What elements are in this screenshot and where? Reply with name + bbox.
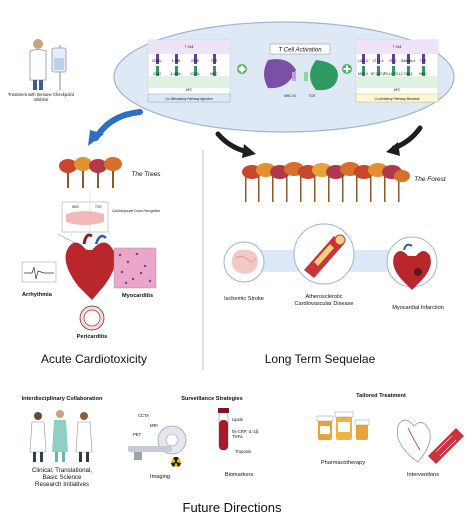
pericarditis-label: Pericarditis [77,334,107,340]
activation-title-box [269,43,331,55]
radiation-icon [171,457,181,467]
clinical-line-3: Research Initiatives [35,481,89,488]
biomarkers-label: Biomarkers [225,472,253,478]
imaging-label: Imaging [150,474,170,480]
left-receptor-0: CD40L [152,59,162,63]
mri-label: MRI [150,423,158,428]
myocarditis-histology [113,247,157,289]
right-ligand-4: MHC [419,72,427,76]
connector-line [57,233,89,251]
left-receptor-1: 4-1BB [172,59,181,63]
center-mhc-label: MHC I/II [284,94,296,98]
right-receptor-2: PD-1 [389,59,396,63]
forest-illustration [242,162,410,202]
right-ligand-0: MHC II [358,72,368,76]
long-term-sequelae-title: Long Term Sequelae [265,352,376,366]
co-stimulatory-panel [147,39,231,103]
forest-title: The Forest [414,176,447,183]
rejection-inset [61,190,109,240]
troponin-label: Troponin [235,449,252,454]
blue-arrowhead [88,130,104,146]
right-ligand-2: PD-L1 PD-L2 [384,72,403,76]
right-ligand-3: TIM-3 [404,72,413,76]
scanner-icon [128,425,187,460]
right-tcell-label: T Cell [393,45,402,49]
hscrp-label-1: hs-CRP, IL-1β, [232,429,259,434]
future-directions-title: Future Directions [183,500,282,515]
pericarditis-icon [79,305,105,331]
interdisciplinary-heading: Interdisciplinary Collaboration [22,396,103,402]
plus-icon-right [342,64,352,74]
heart-icon [65,233,116,300]
pet-label: PET [133,432,142,437]
left-receptor-3: TCR [211,59,218,63]
plus-icon-left [237,64,247,74]
blood-tube-icon [218,408,229,451]
left-tcell-label: T Cell [185,45,194,49]
cardiovascular-disease-label: Cardiovascular Disease [294,301,353,307]
clinical-line-1: Clinical, Translational, [32,467,92,474]
hscrp-label-2: TNFα [232,434,243,439]
left-ligand-2: ICOSL [190,72,200,76]
inset-mhc-label: MHC [72,205,80,209]
ecg-icon [21,261,57,283]
right-receptor-3: Galectin-9 [401,59,416,63]
myocarditis-label: Myocarditis [122,293,153,299]
pharmacotherapy-label: Pharmacotherapy [321,460,365,466]
left-receptor-2: ICOS [191,59,199,63]
cell-interaction-icon [264,59,338,91]
trees-illustration [59,157,122,188]
stent-icon [428,428,464,464]
co-inhibitory-panel [355,39,439,103]
inset-tcr-label: TCR [95,205,102,209]
right-apc-label: APC [394,88,401,92]
dark-arrowhead-right [386,142,400,156]
tailored-heading: Tailored Treatment [356,393,406,399]
brain-icon [223,241,265,283]
ischemic-stroke-label: Ischemic Stroke [224,296,264,302]
lipids-label: Lipids [232,417,243,422]
right-panel-caption: Co-Inhibitory Pathway Blockade [374,97,419,101]
right-receptor-1: CTLA-4 [373,59,384,63]
t-cell-activation-label: T Cell Activation [278,48,322,54]
ccta-label: CCTA [138,413,149,418]
artery-icon [293,223,355,285]
rejection-label: Cardiomyocyte Cross Recognition [112,209,160,213]
stent-heart-icon [396,419,431,463]
right-receptor-4: TCR [420,59,427,63]
clinical-line-2: Basic Science [43,474,82,481]
right-receptor-0: LAG-3 [358,59,367,63]
surveillance-heading: Surveillance Strategies [181,396,243,402]
interventions-label: Interventions [407,472,439,478]
left-ligand-0: CD40 [153,72,161,76]
infarction-heart-icon [386,236,438,290]
myocardial-infarction-label: Myocardial Infarction [392,305,444,311]
treatment-icon [29,39,67,90]
center-tcr-label: TCR [309,94,316,98]
right-ligand-1: B7-1 B7-2 [371,72,386,76]
trees-title: The Trees [131,171,161,178]
arrhythmia-label: Arrhythmia [22,292,53,298]
atherosclerotic-label: Atherosclerotic [306,294,343,300]
dark-arrowhead-center [242,144,256,158]
left-panel-caption: Co-Stimulatory Pathway Agonism [165,97,213,101]
acute-cardiotoxicity-title: Acute Cardiotoxicity [41,352,147,366]
pill-bottles-icon [316,411,370,440]
left-ligand-1: 4-1BBL [171,72,182,76]
left-ligand-3: MHC [210,72,218,76]
doctors-icon [29,410,93,462]
left-apc-label: APC [186,88,193,92]
treatment-label: Treatment with Immune Checkpoint Inhibit… [6,92,76,102]
